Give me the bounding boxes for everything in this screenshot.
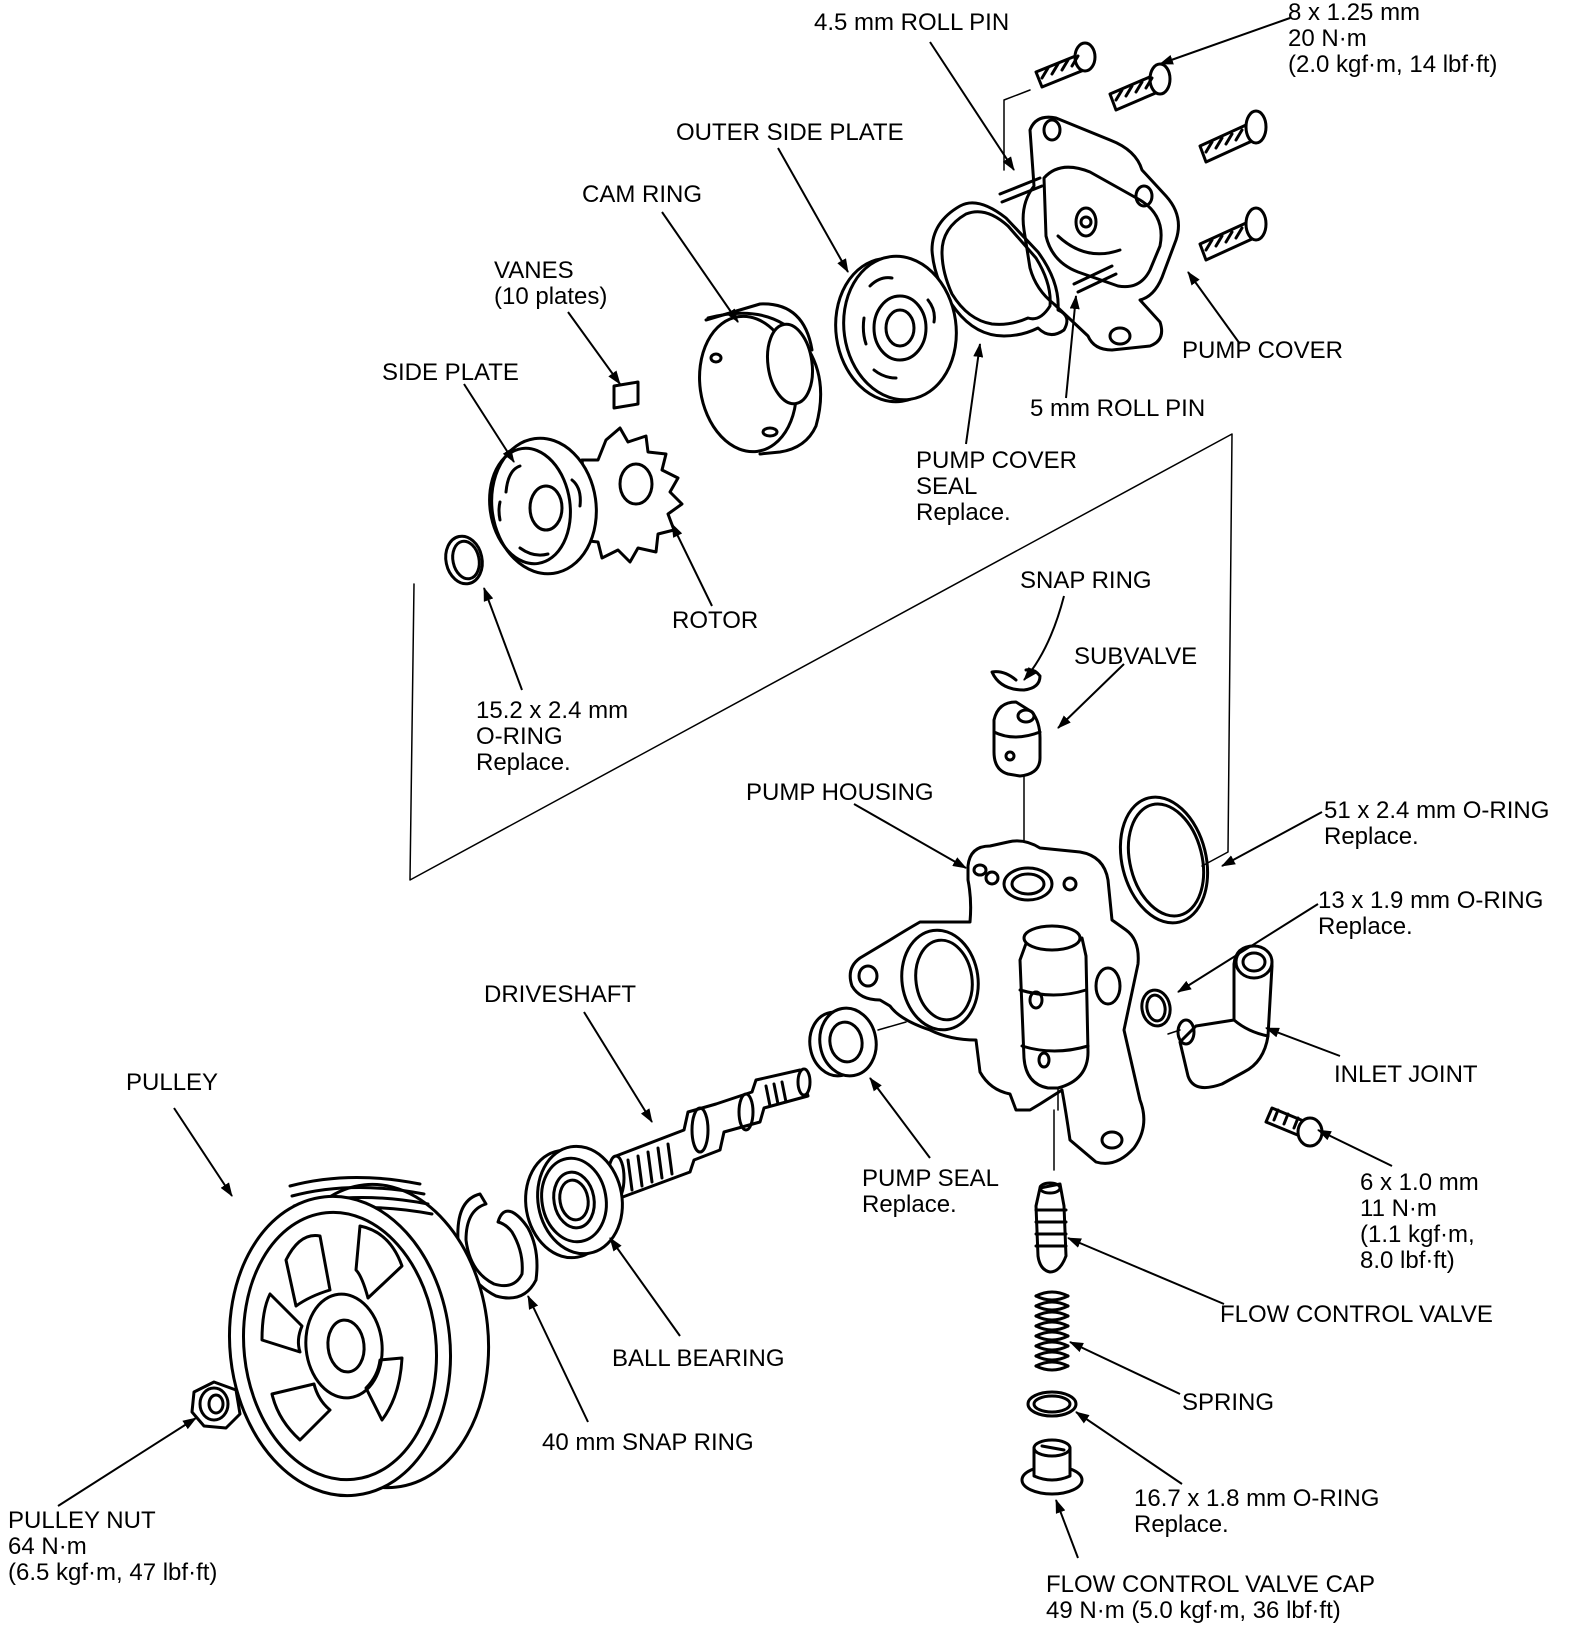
vanes	[612, 380, 640, 410]
label-outer-side-plate: OUTER SIDE PLATE	[676, 119, 904, 146]
label-pump-cover: PUMP COVER	[1182, 337, 1343, 364]
flow-control-valve-cap	[1020, 1438, 1084, 1496]
outer-side-plate	[834, 254, 958, 404]
leader-outer-side-plate	[777, 147, 849, 273]
pulley-nut	[190, 1380, 242, 1430]
leader-vanes	[567, 311, 621, 385]
spring	[1034, 1290, 1070, 1372]
label-subvalve: SUBVALVE	[1074, 643, 1198, 670]
leader-cam-ring	[661, 211, 739, 323]
label-bolt-spec: 8 x 1.25 mm 20 N·m (2.0 kgf·m, 14 lbf·ft…	[1288, 0, 1498, 78]
label-flow-control-valve: FLOW CONTROL VALVE	[1220, 1301, 1493, 1328]
label-pump-cover-seal: PUMP COVER SEAL Replace.	[916, 447, 1077, 526]
label-snap-ring: SNAP RING	[1020, 567, 1152, 594]
pulley	[227, 1176, 491, 1498]
bolt-1	[1034, 41, 1097, 89]
label-roll-pin-small: 4.5 mm ROLL PIN	[814, 9, 1010, 36]
side-plate	[488, 436, 598, 576]
leader-inlet-bolt	[1317, 1129, 1393, 1167]
leader-o-ring-13	[1177, 903, 1319, 993]
leader-ball-bearing	[609, 1237, 681, 1337]
leader-o-ring-51	[1221, 811, 1323, 867]
leader-flow-control-valve	[1067, 1237, 1225, 1305]
leader-side-plate	[463, 383, 515, 463]
leader-rotor	[671, 523, 713, 607]
leader-snap-ring	[1023, 595, 1065, 681]
leader-spring	[1069, 1341, 1181, 1395]
label-roll-pin-large: 5 mm ROLL PIN	[1030, 395, 1206, 422]
leader-pulley-nut	[57, 1417, 197, 1507]
label-ball-bearing: BALL BEARING	[612, 1345, 785, 1372]
label-inlet-joint: INLET JOINT	[1334, 1061, 1478, 1088]
leader-pump-housing	[853, 803, 967, 869]
leader-inlet-joint	[1265, 1027, 1341, 1057]
label-rotor: ROTOR	[672, 607, 759, 634]
o-ring-13	[1140, 988, 1172, 1028]
label-o-ring-51: 51 x 2.4 mm O-RING Replace.	[1324, 797, 1550, 850]
leader-o-ring-16	[1075, 1411, 1183, 1485]
leader-pulley	[173, 1107, 233, 1197]
bolt-3	[1198, 109, 1268, 164]
label-driveshaft: DRIVESHAFT	[484, 981, 637, 1008]
label-o-ring-13: 13 x 1.9 mm O-RING Replace.	[1318, 887, 1544, 940]
driveshaft	[606, 1067, 812, 1202]
label-spring: SPRING	[1182, 1389, 1275, 1416]
leader-flow-control-valve-cap	[1055, 1499, 1079, 1559]
label-o-ring-15: 15.2 x 2.4 mm O-RING Replace.	[476, 697, 629, 776]
label-pump-seal: PUMP SEAL Replace.	[862, 1165, 999, 1218]
cam-ring	[698, 302, 823, 456]
label-inlet-bolt-spec: 6 x 1.0 mm 11 N·m (1.1 kgf·m, 8.0 lbf·ft…	[1360, 1169, 1479, 1274]
o-ring-16	[1026, 1390, 1078, 1418]
leader-roll-pin-large	[1065, 295, 1080, 399]
leader-subvalve	[1057, 663, 1125, 729]
leader-snap-ring-40	[527, 1295, 589, 1423]
label-pump-housing: PUMP HOUSING	[746, 779, 934, 806]
leader-pump-cover-seal	[965, 343, 984, 445]
leader-roll-pin-small	[929, 41, 1015, 171]
bolt-4	[1198, 206, 1268, 262]
pump-cover	[998, 115, 1180, 352]
o-ring-51	[1118, 795, 1210, 925]
leader-pump-seal	[869, 1077, 931, 1159]
ball-bearing	[524, 1144, 624, 1260]
o-ring-15	[444, 534, 484, 586]
label-vanes: VANES (10 plates)	[494, 257, 608, 310]
label-flow-control-valve-cap: FLOW CONTROL VALVE CAP 49 N·m (5.0 kgf·m…	[1046, 1571, 1375, 1624]
leader-bolt-spec	[1159, 17, 1291, 65]
label-snap-ring-40: 40 mm SNAP RING	[542, 1429, 754, 1456]
label-pulley: PULLEY	[126, 1069, 219, 1096]
leader-driveshaft	[583, 1011, 653, 1123]
flow-control-valve	[1034, 1181, 1068, 1274]
label-pulley-nut: PULLEY NUT 64 N·m (6.5 kgf·m, 47 lbf·ft)	[8, 1507, 218, 1586]
inlet-bolt	[1264, 1106, 1324, 1148]
pump-cover-seal	[930, 201, 1069, 338]
leader-o-ring-15	[483, 587, 523, 691]
label-side-plate: SIDE PLATE	[382, 359, 519, 386]
snap-ring-40	[456, 1192, 539, 1300]
label-cam-ring: CAM RING	[582, 181, 702, 208]
pump-seal	[808, 1006, 878, 1078]
inlet-joint	[1176, 944, 1274, 1090]
subvalve	[992, 700, 1042, 778]
pump-housing	[848, 839, 1146, 1171]
snap-ring-small	[990, 668, 1042, 692]
label-o-ring-16: 16.7 x 1.8 mm O-RING Replace.	[1134, 1485, 1380, 1538]
leader-pump-cover	[1187, 271, 1241, 345]
bolt-2	[1108, 62, 1172, 112]
